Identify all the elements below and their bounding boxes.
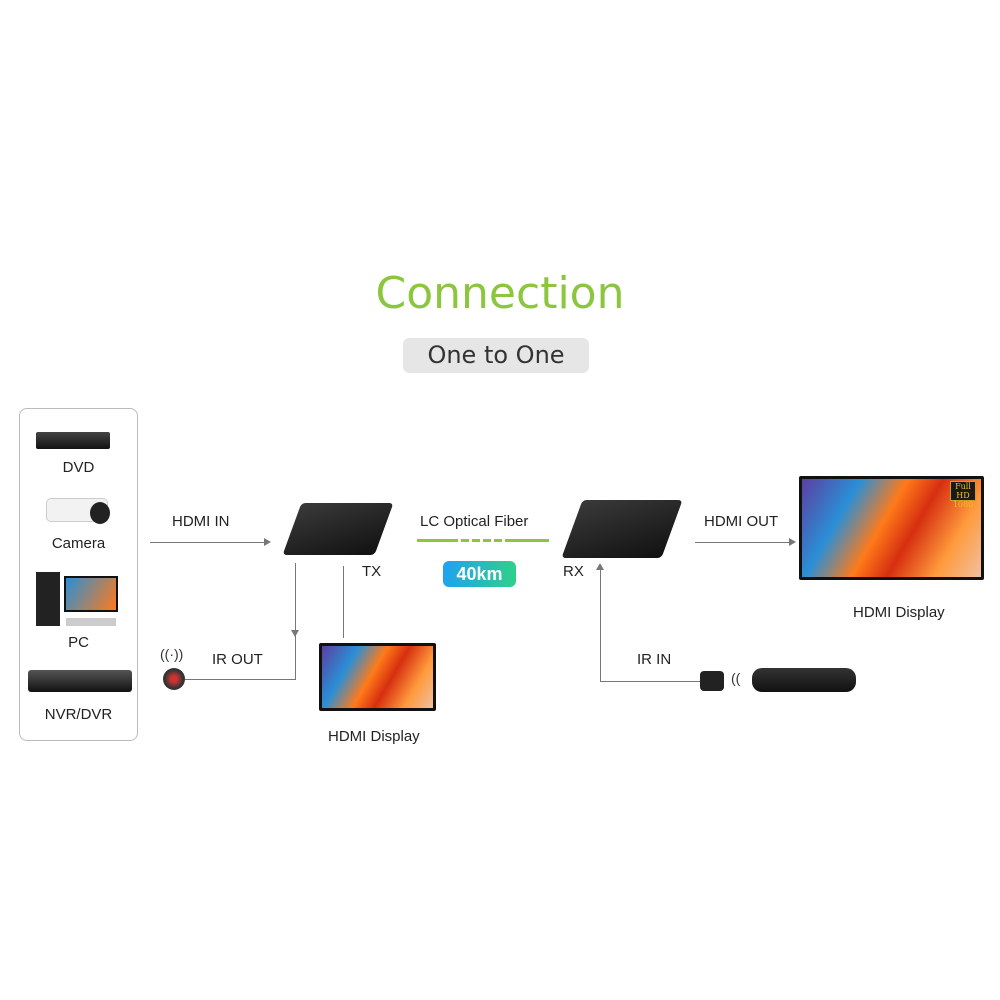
tx-label: TX [362,563,382,580]
remote-tv [799,476,984,580]
tx-display-line [343,566,344,638]
ir-out-cable [185,679,296,680]
arrow-head [596,563,604,570]
arrow-head [291,630,299,637]
ir-out-label: IR OUT [212,651,263,668]
source-nvr-dvr: NVR/DVR [44,706,113,723]
nvr-icon [28,670,132,692]
badge-line1: Full HD [955,482,971,500]
remote-display-label: HDMI Display [853,604,945,621]
fiber-line [417,539,549,542]
hdmi-in-arrow [150,542,265,543]
badge-line2: 1080 [952,500,974,509]
source-dvd: DVD [62,459,95,476]
arrow-head [789,538,796,546]
wireless-signal-icon: ((·)) [160,646,184,662]
hdmi-in-label: HDMI IN [172,513,230,530]
fiber-solid-right [510,539,549,542]
camera-icon [46,498,116,530]
fiber-solid-left [417,539,455,542]
dvd-icon [36,432,110,449]
rx-device [561,500,683,558]
local-tv [319,643,436,711]
source-pc: PC [68,634,89,651]
rx-label: RX [563,563,584,580]
ir-in-label: IR IN [637,651,672,668]
ir-in-line [600,570,601,682]
distance-badge: 40km [443,561,516,587]
source-camera: Camera [51,535,106,552]
subtitle-pill: One to One [403,338,589,373]
hdmi-out-arrow [695,542,790,543]
ir-emitter-icon [163,668,185,690]
remote-control-icon [752,668,856,692]
pc-icon [36,572,120,627]
sources-panel [19,408,138,741]
ir-receiver-icon [700,671,724,691]
wireless-signal-icon: (( [731,670,741,686]
fiber-label: LC Optical Fiber [420,513,529,530]
page-title: Connection [375,268,625,319]
ir-in-cable [600,681,700,682]
local-display-label: HDMI Display [328,728,420,745]
arrow-head [264,538,271,546]
ir-out-line [295,563,296,680]
hdmi-out-label: HDMI OUT [704,513,779,530]
tx-device [282,503,394,555]
